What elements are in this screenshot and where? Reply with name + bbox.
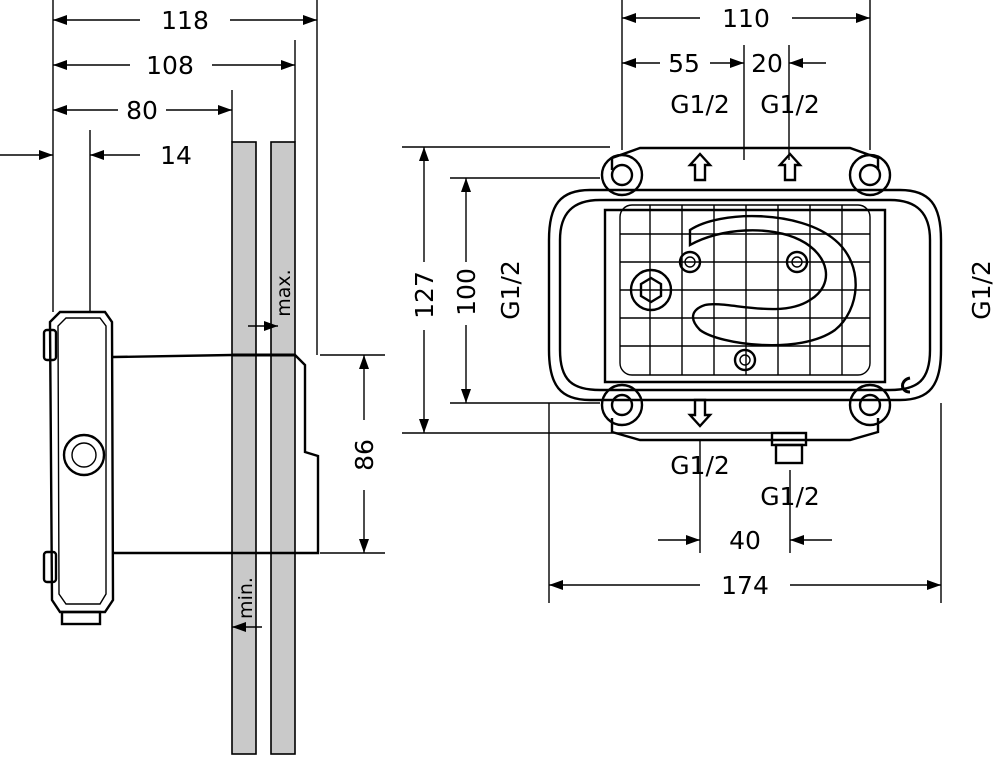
dim-86-label: 86	[350, 439, 379, 471]
valve-body-side	[42, 310, 320, 626]
label-max: max.	[273, 269, 295, 316]
dim-14-label: 14	[160, 141, 192, 170]
dim-108-label: 108	[146, 51, 194, 80]
dim-20-label: 20	[751, 49, 783, 78]
valve-housing-front	[547, 146, 943, 465]
wall-panel-outer	[270, 141, 296, 755]
thread-bottom-right: G1/2	[760, 482, 820, 511]
thread-left: G1/2	[496, 260, 525, 320]
label-min: min.	[235, 577, 257, 619]
thread-top-right: G1/2	[760, 90, 820, 119]
dim-40-label: 40	[729, 526, 761, 555]
dim-100-label: 100	[452, 268, 481, 316]
dim-118-label: 118	[161, 6, 209, 35]
side-view: 118 108 80 14 86 max. min.	[0, 0, 385, 755]
dim-127-label: 127	[410, 271, 439, 319]
dim-174-label: 174	[721, 571, 769, 600]
dim-55-label: 55	[668, 49, 700, 78]
dim-110-label: 110	[722, 4, 770, 33]
thread-bottom-left: G1/2	[670, 451, 730, 480]
front-view: 110 55 20 G1/2 G1/2 127 100 G1/2 G1/2 G1…	[402, 0, 996, 603]
thread-right: G1/2	[967, 260, 996, 320]
thread-top-left: G1/2	[670, 90, 730, 119]
dim-80-label: 80	[126, 96, 158, 125]
wall-panel-inner	[231, 141, 257, 755]
